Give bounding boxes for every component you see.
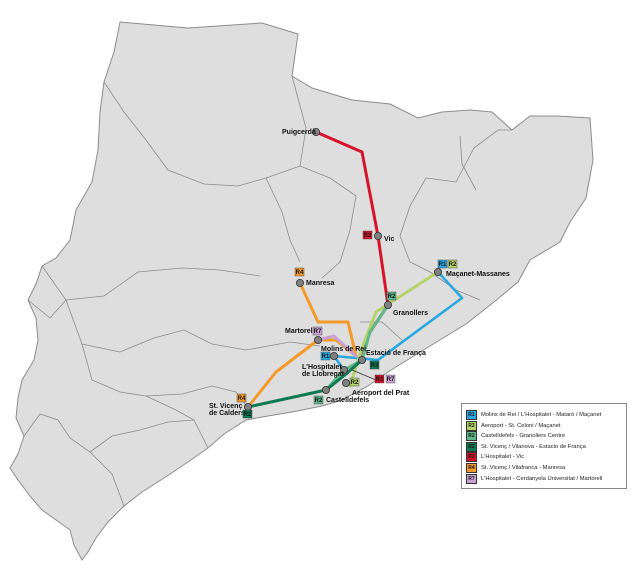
line-tag-box — [320, 351, 331, 361]
line-tag-label: R4 — [238, 396, 246, 402]
line-tag-box — [447, 259, 458, 269]
line-tag-label: R3 — [364, 233, 372, 239]
station-label-aeroport: Aeroport del Prat — [352, 390, 410, 397]
line-tag-box — [312, 326, 323, 336]
line-tag-label: R1 — [322, 354, 330, 360]
station-estacio — [357, 355, 366, 364]
legend-code: R2 — [466, 420, 477, 431]
station-aeroport — [341, 378, 350, 387]
station-label-molins: Molins de Rei — [321, 346, 366, 353]
line-tag-label: R2 — [244, 412, 252, 418]
legend-line-name: L'Hospitalet - Cerdanyola Universitat / … — [481, 475, 603, 482]
line-tag-box — [313, 395, 324, 405]
line-tag-box — [349, 377, 360, 387]
line-tag-box — [374, 374, 385, 384]
legend-row: R2 Aeroport - St. Celoni / Maçanet — [466, 420, 561, 431]
legend-row: R3 L'Hospitalet - Vic — [466, 452, 525, 463]
line-tag-box — [242, 409, 253, 419]
legend-line-name: Castelldefels - Granollers Centre — [481, 433, 566, 440]
station-label-martorell: Martorell — [285, 328, 315, 335]
legend-code: R7 — [466, 473, 477, 484]
station-molins — [329, 351, 338, 360]
station-label-puigcerda: Puigcerdà — [282, 129, 316, 136]
station-puigcerda — [311, 127, 320, 136]
legend-row: R2 St. Vicenç / Vilanova - Estacio de Fra… — [466, 441, 586, 452]
line-tag-label: R2 — [371, 363, 379, 369]
line-tag-box — [437, 259, 448, 269]
line-tag-box — [362, 230, 373, 240]
station-labels: PuigcerdàVicMaçanet-MassanesManresaGrano… — [209, 129, 510, 417]
line-tag-label: R4 — [296, 270, 304, 276]
line-tag-box — [369, 360, 380, 370]
stations — [243, 127, 442, 411]
legend-code: R2 — [466, 431, 477, 442]
legend-code: R4 — [466, 463, 477, 473]
legend-row: R7 L'Hospitalet - Cerdanyola Universitat … — [466, 473, 603, 484]
line-tag-label: R2 — [388, 294, 396, 300]
legend-row: R2 Castelldefels - Granollers Centre — [466, 431, 566, 442]
line-tag-box — [294, 267, 305, 277]
legend-line-name: L'Hospitalet - Vic — [481, 454, 525, 461]
line-tag-label: R7 — [387, 377, 395, 383]
station-macanet — [433, 267, 442, 276]
legend-code: R2 — [466, 441, 477, 452]
station-label-castelldefels: Castelldefels — [326, 397, 369, 404]
line-tag-box — [236, 393, 247, 403]
line-tag-box — [385, 374, 396, 384]
line-r2-sud — [246, 358, 364, 409]
line-tag-label: R7 — [314, 329, 322, 335]
line-tag-box — [386, 291, 397, 301]
station-martorell — [313, 335, 322, 344]
legend-line-name: St. Vicenç / Vilanova - Estacio de Franç… — [481, 443, 586, 450]
station-stvicenc — [243, 402, 252, 411]
legend-code: R1 — [466, 410, 477, 420]
station-hospitalet — [339, 365, 348, 374]
station-castelldefels — [321, 385, 330, 394]
station-label-estacio: Estació de França — [366, 350, 426, 357]
line-tag-label: R1 — [439, 262, 447, 268]
station-granollers — [383, 300, 392, 309]
legend-row: R4 St. Vicenç / Vilafranca - Manresa — [466, 463, 565, 473]
line-r1 — [332, 270, 464, 372]
legend-code: R3 — [466, 452, 477, 463]
line-tag-label: R2 — [351, 380, 359, 386]
line-tag-label: R3 — [376, 377, 384, 383]
line-tag-label: R2 — [315, 398, 323, 404]
station-label-vic: Vic — [384, 236, 394, 243]
station-label-manresa: Manresa — [306, 280, 335, 287]
legend-line-name: Molins de Rei / L'Hospitalet - Mataró / … — [481, 412, 602, 418]
legend-line-name: Aeroport - St. Celoni / Maçanet — [481, 422, 561, 429]
station-label-granollers: Granollers — [393, 310, 428, 317]
line-tag-label: R2 — [449, 262, 457, 268]
station-manresa — [295, 278, 304, 287]
line-r7 — [316, 334, 358, 358]
station-vic — [373, 231, 382, 240]
station-label-macanet: Maçanet-Massanes — [446, 271, 510, 278]
legend-line-name: St. Vicenç / Vilafranca - Manresa — [481, 465, 566, 471]
legend-row: R1 Molins de Rei / L'Hospitalet - Mataró … — [466, 410, 601, 420]
r7-pointer — [351, 369, 377, 381]
legend: R1 Molins de Rei / L'Hospitalet - Mataró … — [461, 403, 627, 489]
